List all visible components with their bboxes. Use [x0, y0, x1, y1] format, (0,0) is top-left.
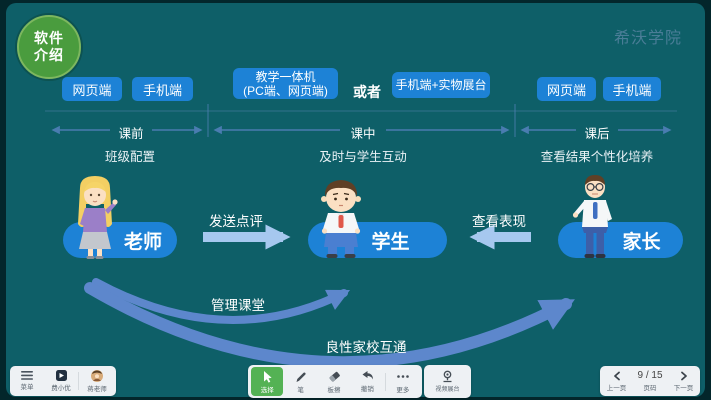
teacher-label: 老师: [123, 231, 162, 253]
page-number: 9 / 15: [637, 370, 663, 381]
teacher-illustration: [78, 176, 118, 259]
phase-desc-during: 及时与学生互动: [319, 150, 407, 164]
parent-illustration: [572, 175, 612, 258]
page-number-label: 页码: [643, 385, 657, 392]
cursor-icon: [264, 370, 272, 383]
phase-label-during: 课中: [350, 127, 376, 141]
next-page-label: 下一页: [673, 384, 694, 392]
stage-tool-label: 视频展台: [435, 387, 460, 393]
menu-button[interactable]: 菜单: [10, 366, 44, 396]
or-text: 或者: [353, 84, 381, 100]
post-mobile-chip: 手机端: [603, 77, 661, 101]
toolbar-center: 选择 笔 板擦 撤销: [248, 365, 422, 398]
more-icon: [397, 374, 409, 378]
page-indicator: 9 / 15 页码: [633, 366, 667, 396]
view-performance-label: 查看表现: [472, 214, 526, 229]
student-label: 学生: [371, 231, 410, 253]
chevron-left-icon: [613, 371, 620, 380]
during-class-box-line1: 教学一体机: [255, 69, 316, 84]
pen-icon: [296, 371, 306, 382]
chevron-right-icon: [680, 371, 687, 380]
user-label: 蒋老师: [87, 385, 107, 393]
home-school-label: 良性家校互通: [325, 340, 407, 355]
phase-desc-pre: 班级配置: [104, 150, 155, 164]
toolbar-left-divider: [78, 372, 79, 390]
assistant-button[interactable]: 费小优: [44, 366, 78, 396]
more-tools-button[interactable]: 更多: [387, 367, 419, 396]
parent-label: 家长: [622, 231, 661, 253]
select-tool-label: 选择: [260, 386, 274, 394]
eraser-tool-button[interactable]: 板擦: [318, 367, 350, 396]
menu-label: 菜单: [20, 384, 34, 391]
stage-tool-button[interactable]: 视频展台: [424, 365, 471, 398]
during-class-box-line2: (PC端、网页端): [243, 83, 328, 98]
brand-watermark: 希沃学院: [613, 30, 682, 47]
eraser-icon: [329, 371, 340, 382]
chapter-badge: 软件 介绍: [17, 15, 81, 79]
prev-page-label: 上一页: [606, 384, 627, 392]
send-review-label: 发送点评: [209, 214, 263, 229]
toolbar-left: 菜单 费小优 蒋老师: [10, 366, 116, 396]
chapter-badge-line2: 介绍: [34, 47, 64, 63]
phase-desc-post: 查看结果个性化培养: [540, 150, 654, 164]
manage-class-label: 管理课堂: [211, 298, 265, 313]
student-illustration: [321, 180, 361, 258]
menu-icon: [21, 371, 33, 380]
toolbar-center-divider: [384, 372, 386, 391]
assistant-app-icon: [55, 370, 67, 381]
phase-label-pre: 课前: [118, 127, 144, 141]
undo-tool-button[interactable]: 撤销: [351, 367, 383, 396]
assistant-label: 费小优: [51, 385, 71, 392]
post-web-chip: 网页端: [537, 77, 596, 101]
pager-toolbar: 上一页 9 / 15 页码 下一页: [600, 366, 700, 396]
user-account-button[interactable]: 蒋老师: [79, 366, 115, 396]
phase-label-post: 课后: [584, 127, 610, 141]
stage-tool-container: 视频展台: [424, 365, 471, 398]
during-class-box2-text: 手机端+实物展台: [395, 78, 487, 92]
eraser-tool-label: 板擦: [327, 386, 341, 394]
user-avatar: [91, 369, 103, 382]
pen-tool-label: 笔: [297, 386, 304, 394]
more-tools-label: 更多: [396, 386, 410, 394]
parent-pill: 家长: [558, 222, 683, 258]
undo-icon: [362, 371, 373, 380]
pen-tool-button[interactable]: 笔: [284, 367, 316, 396]
chapter-badge-line1: 软件: [34, 30, 64, 46]
document-camera-icon: [443, 370, 452, 383]
pre-mobile-chip: 手机端: [132, 77, 193, 101]
next-page-button[interactable]: 下一页: [667, 366, 700, 396]
pre-web-chip: 网页端: [62, 77, 122, 101]
during-class-box: 教学一体机 (PC端、网页端): [233, 68, 338, 99]
undo-tool-label: 撤销: [360, 386, 374, 393]
during-class-box2: 手机端+实物展台: [392, 72, 490, 98]
select-tool-button[interactable]: 选择: [251, 367, 284, 396]
prev-page-button[interactable]: 上一页: [600, 366, 633, 396]
